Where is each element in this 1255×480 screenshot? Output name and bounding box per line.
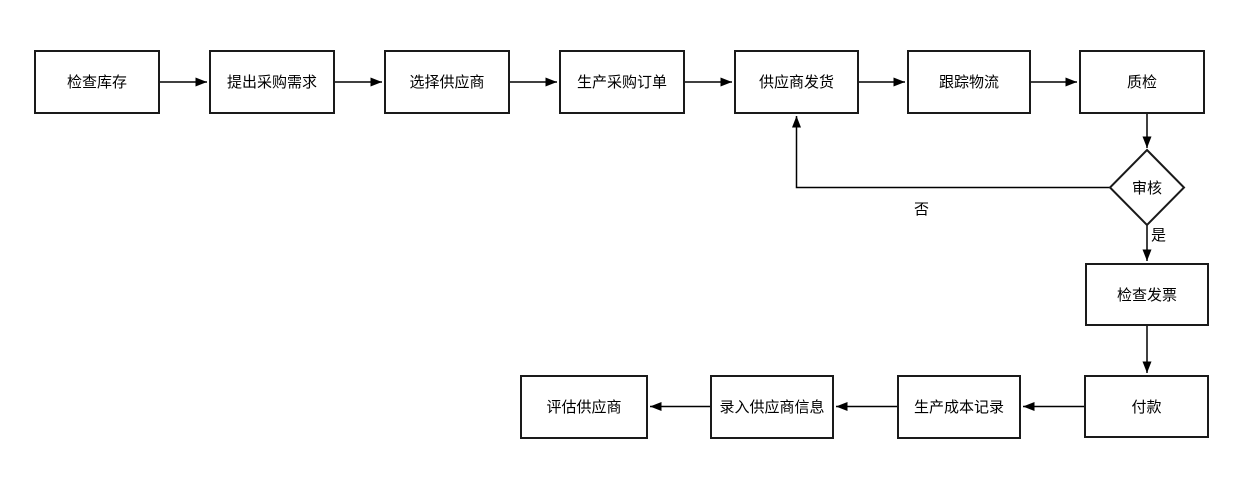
edge-label-yes: 是 <box>1151 226 1167 244</box>
node-evaluate-supplier: 评估供应商 <box>520 375 648 439</box>
node-supplier-ship: 供应商发货 <box>734 50 859 114</box>
node-review-label: 审核 <box>1131 179 1162 197</box>
node-review-decision: 审核 <box>1108 148 1186 227</box>
node-enter-supplier-info: 录入供应商信息 <box>710 375 834 439</box>
node-production-cost-record: 生产成本记录 <box>897 375 1021 439</box>
node-select-supplier: 选择供应商 <box>384 50 510 114</box>
node-payment: 付款 <box>1084 375 1209 438</box>
node-check-invoice: 检查发票 <box>1085 263 1209 326</box>
node-raise-purchase-request: 提出采购需求 <box>209 50 335 114</box>
review-diamond-shape <box>1108 148 1186 227</box>
edge-review-no-to-supplier-ship <box>792 116 1110 189</box>
edge-label-no: 否 <box>914 200 930 218</box>
node-track-logistics: 跟踪物流 <box>907 50 1031 114</box>
node-produce-purchase-order: 生产采购订单 <box>559 50 685 114</box>
node-quality-inspection: 质检 <box>1079 50 1205 114</box>
node-check-inventory: 检查库存 <box>34 50 160 114</box>
